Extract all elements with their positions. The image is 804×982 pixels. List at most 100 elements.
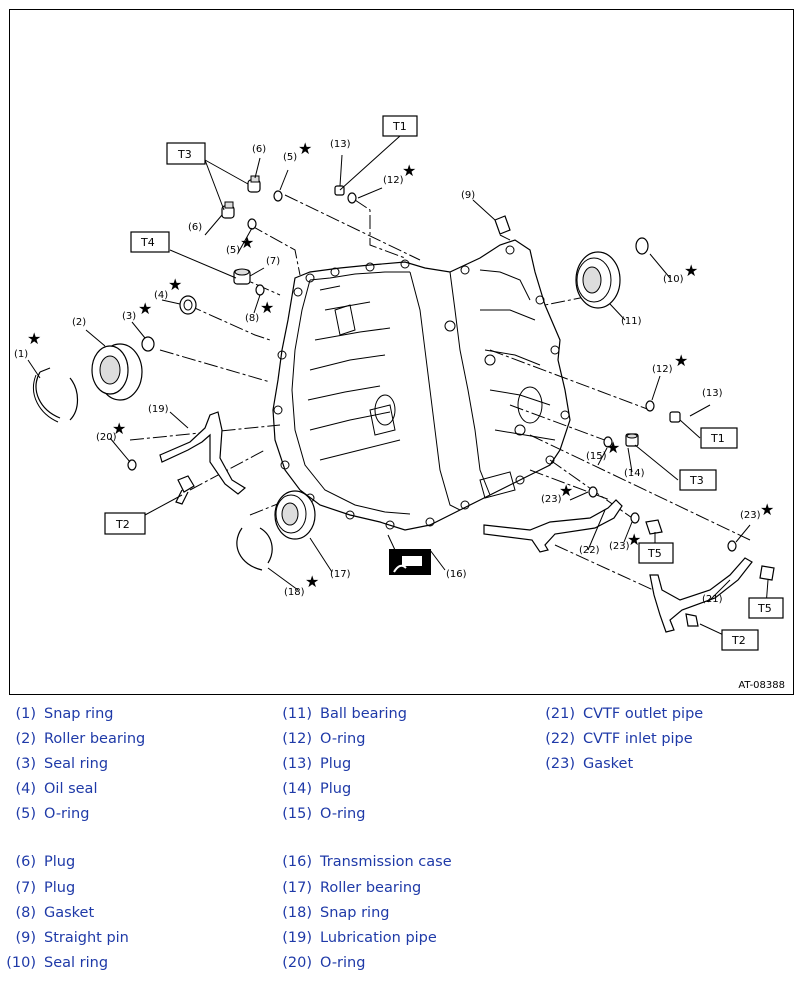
- legend-item: (4)Oil seal: [15, 781, 98, 797]
- callouts: (1) (2) (3) (4) (5) (5) (6) (6) (7) (8) …: [14, 139, 761, 605]
- o-ring-12a: [347, 192, 357, 204]
- legend-item: (5)O-ring: [15, 806, 90, 822]
- star-icon: ★: [240, 233, 254, 252]
- legend-item: (23)Gasket: [545, 756, 634, 772]
- callout-23b: (23): [609, 541, 630, 552]
- callout-16: (16): [446, 569, 467, 580]
- star-icon: ★: [674, 351, 688, 370]
- legend-item: (2)Roller bearing: [15, 731, 146, 747]
- callout-3: (3): [122, 311, 136, 322]
- callout-20: (20): [96, 432, 117, 443]
- callout-6b: (6): [188, 222, 202, 233]
- plug-14: [625, 433, 639, 447]
- callout-5a: (5): [283, 152, 297, 163]
- legend-item: (1)Snap ring: [15, 706, 114, 722]
- callout-4: (4): [154, 290, 168, 301]
- legend-item: (15)O-ring: [282, 806, 366, 822]
- torque-tag-t1a: T1: [392, 120, 407, 133]
- bolt-t5a: [645, 519, 663, 535]
- callout-15: (15): [586, 451, 607, 462]
- lubrication-pipe-19: [159, 411, 247, 495]
- transmission-case: [272, 239, 571, 531]
- bolt-t5b: [759, 565, 775, 581]
- torque-tag-t1b: T1: [710, 432, 725, 445]
- callout-13b: (13): [702, 388, 723, 399]
- o-ring-12b: [645, 400, 655, 412]
- callout-5b: (5): [226, 245, 240, 256]
- seal-ring-3: [141, 336, 155, 352]
- legend-item: (16)Transmission case: [282, 854, 452, 870]
- legend-item: (7)Plug: [15, 880, 76, 896]
- legend-item: (11)Ball bearing: [282, 706, 407, 722]
- legend-item: (9)Straight pin: [15, 930, 129, 946]
- o-ring-20: [127, 459, 137, 471]
- callout-13a: (13): [330, 139, 351, 150]
- legend-item: (10)Seal ring: [6, 955, 109, 971]
- torque-tags: T1 T3 T4 T2 T1 T3 T5 T5 T2: [104, 115, 784, 651]
- gasket-23a: [588, 486, 598, 498]
- torque-tag-t2b: T2: [731, 634, 746, 647]
- star-icon: ★: [559, 481, 573, 500]
- torque-tag-t2a: T2: [115, 518, 130, 531]
- legend-item: (12)O-ring: [282, 731, 366, 747]
- legend-item: (13)Plug: [282, 756, 352, 772]
- callout-12b: (12): [652, 364, 673, 375]
- replacement-stars: ★ ★ ★ ★ ★ ★ ★ ★ ★ ★ ★ ★ ★ ★ ★: [27, 139, 774, 591]
- callout-18: (18): [284, 587, 305, 598]
- o-ring-5b: [247, 218, 257, 230]
- gasket-23c: [727, 540, 737, 552]
- star-icon: ★: [298, 139, 312, 158]
- legend-item: (19)Lubrication pipe: [282, 930, 437, 946]
- callout-19: (19): [148, 404, 169, 415]
- gasket-8: [255, 284, 265, 296]
- cvtf-outlet-pipe-21: [649, 557, 753, 633]
- seal-ring-10: [635, 237, 649, 255]
- diagram-canvas: .ln { stroke:#000; stroke-width:1; fill:…: [14, 115, 784, 651]
- legend-item: (8)Gasket: [15, 905, 95, 921]
- callout-1: (1): [14, 349, 28, 360]
- legend-item: (21)CVTF outlet pipe: [545, 706, 704, 722]
- legend-item: (20)O-ring: [282, 955, 366, 971]
- callout-14: (14): [624, 468, 645, 479]
- star-icon: ★: [168, 275, 182, 294]
- callout-22: (22): [579, 545, 600, 556]
- exploded-view-diagram: .ln { stroke:#000; stroke-width:1; fill:…: [9, 9, 794, 695]
- bolt-t2-left: [175, 475, 195, 505]
- star-icon: ★: [260, 298, 274, 317]
- ball-bearing-11: [575, 251, 621, 309]
- torque-tag-t3b: T3: [689, 474, 704, 487]
- callout-11: (11): [621, 316, 642, 327]
- plug-6a: [247, 175, 261, 193]
- star-icon: ★: [112, 419, 126, 438]
- snap-ring-18: [236, 527, 273, 571]
- callout-6a: (6): [252, 144, 266, 155]
- torque-tag-t4: T4: [140, 236, 155, 249]
- parts-legend: (1)Snap ring (2)Roller bearing (3)Seal r…: [0, 700, 804, 982]
- callout-23a: (23): [541, 494, 562, 505]
- callout-9: (9): [461, 190, 475, 201]
- figure-reference-code: AT-08388: [738, 680, 785, 691]
- star-icon: ★: [684, 261, 698, 280]
- o-ring-15: [603, 436, 613, 448]
- legend-item: (6)Plug: [15, 854, 76, 870]
- plug-7: [233, 268, 251, 285]
- legend-item: (3)Seal ring: [15, 756, 109, 772]
- torque-tag-t3a: T3: [177, 148, 192, 161]
- legend-item: (14)Plug: [282, 781, 352, 797]
- star-icon: ★: [627, 530, 641, 549]
- callout-8: (8): [245, 313, 259, 324]
- star-icon: ★: [760, 500, 774, 519]
- plug-6b: [221, 201, 235, 219]
- roller-bearing-2: [91, 343, 143, 401]
- legend-item: (22)CVTF inlet pipe: [545, 731, 693, 747]
- callout-17: (17): [330, 569, 351, 580]
- callout-21: (21): [702, 594, 723, 605]
- callout-2: (2): [72, 317, 86, 328]
- star-icon: ★: [402, 161, 416, 180]
- star-icon: ★: [305, 572, 319, 591]
- legend-item: (18)Snap ring: [282, 905, 390, 921]
- straight-pin-9: [494, 215, 511, 235]
- callout-7: (7): [266, 256, 280, 267]
- oil-seal-4: [179, 295, 197, 315]
- gasket-23b: [630, 512, 640, 524]
